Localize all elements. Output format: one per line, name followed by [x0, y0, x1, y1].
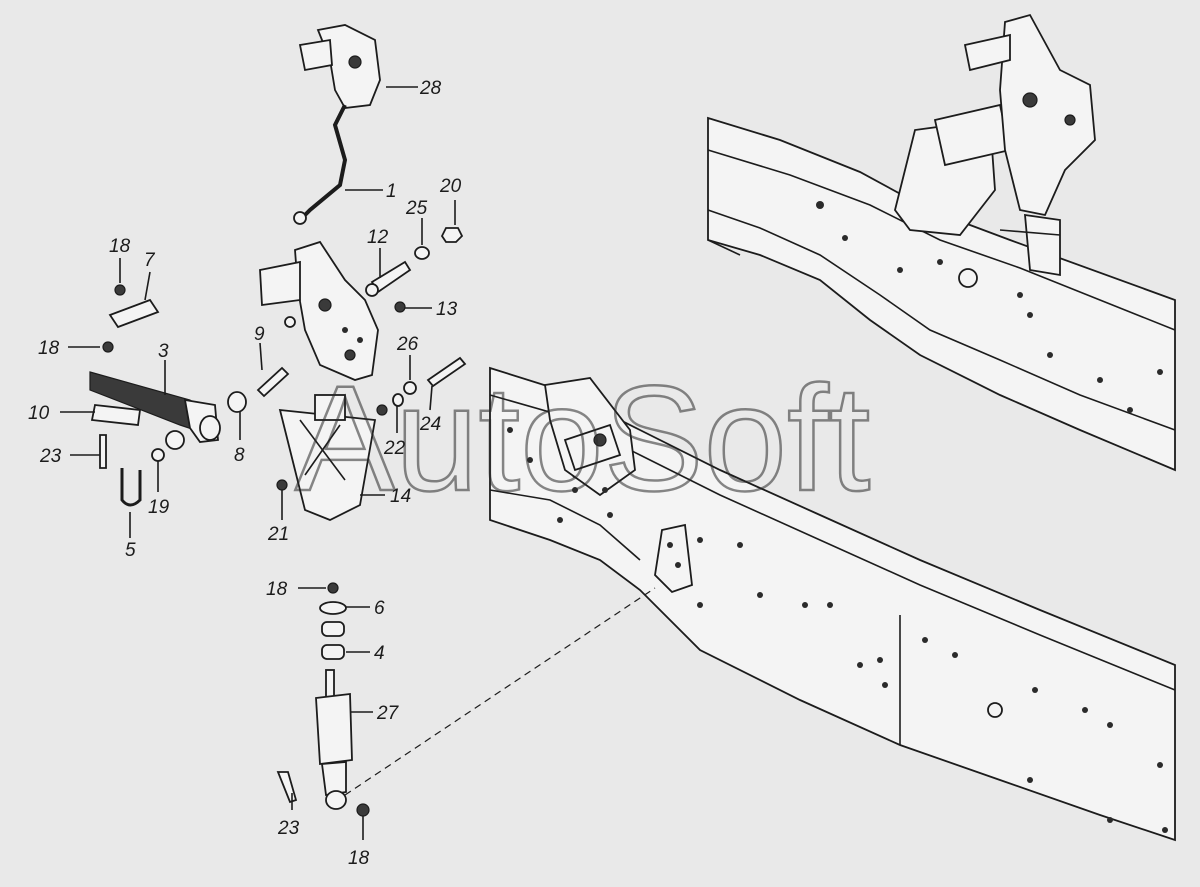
callout-18-a: 18	[109, 236, 131, 257]
part-3-spring-leaf	[89, 371, 221, 443]
part-9-bolt	[256, 366, 290, 398]
callout-19: 19	[148, 497, 170, 518]
callout-14: 14	[390, 486, 411, 507]
shock-mount-bracket	[654, 523, 693, 594]
callout-1: 1	[386, 181, 397, 202]
callout-23-b: 23	[277, 818, 300, 839]
lower-bracket-assembly	[543, 377, 636, 497]
callout-8: 8	[234, 445, 245, 466]
callout-3: 3	[158, 341, 169, 362]
part-25-washer	[414, 246, 430, 260]
part-13-nut	[394, 301, 406, 313]
bushing-upper	[321, 621, 345, 637]
part-4-bushing	[321, 644, 345, 660]
part-22-washer-b	[376, 404, 388, 416]
callout-23-a: 23	[39, 446, 62, 467]
part-18-nut-b	[102, 341, 114, 353]
part-18-nut-c	[327, 582, 339, 594]
part-18-nut-d	[356, 803, 370, 817]
part-24-bolt	[426, 356, 467, 388]
part-23-bolt-a	[99, 434, 107, 469]
callout-20: 20	[439, 176, 462, 197]
part-7-plate	[108, 298, 160, 329]
watermark-text: AutoSoft	[295, 354, 870, 522]
part-26-washer	[403, 381, 417, 395]
callout-10: 10	[28, 403, 50, 424]
part-19-washer	[151, 448, 165, 462]
assembly-line	[344, 587, 656, 796]
part-23-bolt-b	[276, 771, 298, 804]
upper-frame-rail	[707, 116, 1176, 472]
callout-27: 27	[376, 703, 400, 724]
callout-28: 28	[419, 78, 442, 99]
part-14-bracket	[278, 394, 377, 521]
part-1-rod	[298, 104, 348, 222]
spring-bracket	[259, 240, 379, 381]
callout-12: 12	[367, 227, 389, 248]
callout-24: 24	[419, 414, 441, 435]
bushing-small	[165, 430, 185, 450]
callout-22: 22	[383, 438, 406, 459]
callout-18-b: 18	[38, 338, 60, 359]
callout-labels: 28 1 20 25 12 13 18 7 18 3 9 26 10 24 22…	[28, 78, 462, 869]
part-8-bushing	[227, 391, 247, 413]
callout-18-c: 18	[266, 579, 288, 600]
part-20-nut	[440, 227, 464, 243]
callout-18-d: 18	[348, 848, 370, 869]
part-18-nut-a	[114, 284, 126, 296]
part-21-nut	[276, 479, 288, 491]
callout-4: 4	[374, 643, 385, 664]
part-28-bracket	[298, 24, 381, 109]
callout-21: 21	[267, 524, 289, 545]
part-22-washer-a	[392, 393, 404, 407]
callout-5: 5	[125, 540, 136, 561]
part-10-plate	[90, 404, 142, 426]
callout-25: 25	[405, 198, 428, 219]
part-5-u-bolt	[120, 468, 142, 507]
callout-13: 13	[436, 299, 458, 320]
leader-lines	[60, 86, 456, 840]
part-27-shock-absorber	[315, 669, 353, 810]
callout-9: 9	[254, 324, 265, 345]
callout-7: 7	[144, 250, 156, 271]
callout-26: 26	[396, 334, 419, 355]
callout-6: 6	[374, 598, 385, 619]
upper-bracket-assembly	[894, 13, 1096, 277]
part-6-washer	[319, 601, 347, 615]
